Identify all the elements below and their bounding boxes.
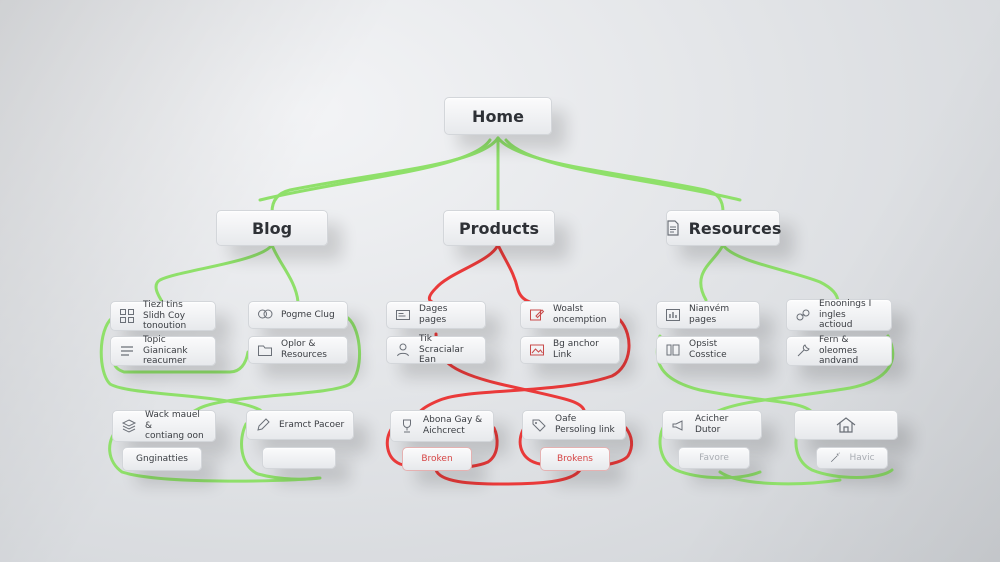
card-icon [395, 307, 411, 323]
folder-icon [257, 342, 273, 358]
tool-icon [795, 343, 811, 359]
link-home-blog-2 [258, 138, 492, 202]
node-products-p4-label: Bg anchor Link [553, 339, 599, 360]
node-blog-b6[interactable]: Gnginatties [122, 447, 202, 471]
node-blog-b1[interactable]: Tiezl tins Slidh Coy tonoution [110, 299, 216, 332]
node-blog-b6-label: Gnginatties [136, 453, 188, 464]
link-resources-cross-b [714, 334, 895, 414]
node-resources-r5-label: Acicher Dutor [695, 414, 729, 435]
node-resources-r2[interactable]: Opsist Cosstice [656, 336, 760, 364]
link-resources-r5-loop [658, 424, 762, 480]
stack-icon [121, 418, 137, 434]
link-resources-r1 [699, 243, 725, 302]
document-icon [665, 220, 681, 236]
link-products-p3 [496, 243, 532, 304]
node-blog-b8[interactable] [262, 447, 336, 469]
node-blog-label: Blog [251, 218, 293, 238]
link-resources-bottom [718, 470, 842, 486]
node-resources-label: Resources [688, 218, 782, 238]
node-blog-b7-label: Eramct Pacoer [279, 419, 345, 430]
node-resources-r3[interactable]: Enoonings I ingles actioud [786, 299, 892, 331]
node-home[interactable]: Home [444, 97, 552, 135]
node-products-p6-label: Broken [421, 453, 453, 464]
link-home-resources-2 [504, 138, 742, 202]
node-blog-b2[interactable]: Topic Gianicank reacumer [110, 334, 216, 367]
node-resources-house[interactable] [794, 410, 898, 440]
node-resources-r7[interactable]: Havic [816, 447, 888, 469]
node-products-p4[interactable]: Bg anchor Link [520, 336, 620, 364]
person-icon [395, 342, 411, 358]
node-products-p2[interactable]: Tik Scracialar Ean [386, 333, 486, 366]
node-home-label: Home [472, 106, 524, 126]
link-products-cross-b [410, 318, 631, 428]
bar-chart-icon [665, 307, 681, 323]
node-products-p5-label: Abona Gay & Aichcrect [423, 415, 483, 436]
link-resources-r6-loop [794, 424, 894, 479]
node-products-p8-label: Brokens [556, 453, 593, 464]
node-products-p5[interactable]: Abona Gay & Aichcrect [390, 410, 494, 442]
node-products-p1[interactable]: Dages pages [386, 301, 486, 329]
node-resources-r6-label: Favore [699, 452, 729, 463]
node-resources-r7-label: Havic [849, 452, 875, 463]
node-resources-r4[interactable]: Fern & oleomes andvand [786, 334, 892, 367]
node-resources-r4-label: Fern & oleomes andvand [819, 334, 859, 367]
node-resources-r5[interactable]: Acicher Dutor [662, 410, 762, 440]
tag-icon [531, 417, 547, 433]
node-resources[interactable]: Resources [665, 210, 782, 246]
node-blog-b5[interactable]: Wack mauel & contiang oon [112, 410, 216, 442]
node-resources-r2-label: Opsist Cosstice [689, 339, 727, 360]
node-products-p1-label: Dages pages [419, 304, 448, 325]
node-blog-b5-label: Wack mauel & contiang oon [145, 409, 204, 442]
node-products-p7[interactable]: Oafe Persoling link [522, 410, 626, 440]
node-blog-b3-label: Pogme Clug [281, 309, 335, 320]
link-blog-b1 [154, 243, 274, 304]
node-products-p7-label: Oafe Persoling link [555, 414, 615, 435]
node-products-p6[interactable]: Broken [402, 447, 472, 471]
link-products-p1 [427, 243, 500, 304]
list-icon [119, 343, 135, 359]
pencil-icon [255, 417, 271, 433]
node-blog[interactable]: Blog [216, 210, 328, 246]
columns-icon [665, 342, 681, 358]
node-blog-b3[interactable]: Pogme Clug [248, 301, 348, 329]
node-products-p2-label: Tik Scracialar Ean [419, 333, 464, 366]
link-blog-b3 [270, 243, 300, 304]
node-resources-r1[interactable]: Nianvém pages [656, 301, 760, 329]
megaphone-icon [671, 417, 687, 433]
node-resources-r6[interactable]: Favore [678, 447, 750, 469]
link-blog-b7-drop [240, 422, 322, 481]
node-resources-r3-label: Enoonings I ingles actioud [819, 298, 872, 331]
node-blog-b4[interactable]: Oplor & Resources [248, 336, 348, 364]
chat-icon [257, 307, 273, 323]
trophy-icon [399, 418, 415, 434]
node-blog-b4-label: Oplor & Resources [281, 339, 327, 360]
node-products-p8[interactable]: Brokens [540, 447, 610, 471]
house-icon [835, 416, 857, 434]
edit-icon [529, 307, 545, 323]
node-products-p3-label: Woalst oncemption [553, 304, 607, 325]
node-blog-b1-label: Tiezl tins Slidh Coy tonoution [143, 299, 187, 332]
link-icon [795, 307, 811, 323]
image-icon [529, 342, 545, 358]
grid-icon [119, 308, 135, 324]
node-blog-b7[interactable]: Eramct Pacoer [246, 410, 354, 440]
link-products-bottom [434, 468, 582, 486]
wand-icon [829, 452, 841, 464]
link-resources-r3 [721, 243, 840, 304]
node-products-p3[interactable]: Woalst oncemption [520, 301, 620, 329]
link-blog-b5-b6 [108, 424, 320, 483]
node-products-label: Products [458, 218, 540, 238]
node-blog-b2-label: Topic Gianicank reacumer [143, 334, 188, 367]
node-products[interactable]: Products [443, 210, 555, 246]
node-resources-r1-label: Nianvém pages [689, 304, 730, 325]
